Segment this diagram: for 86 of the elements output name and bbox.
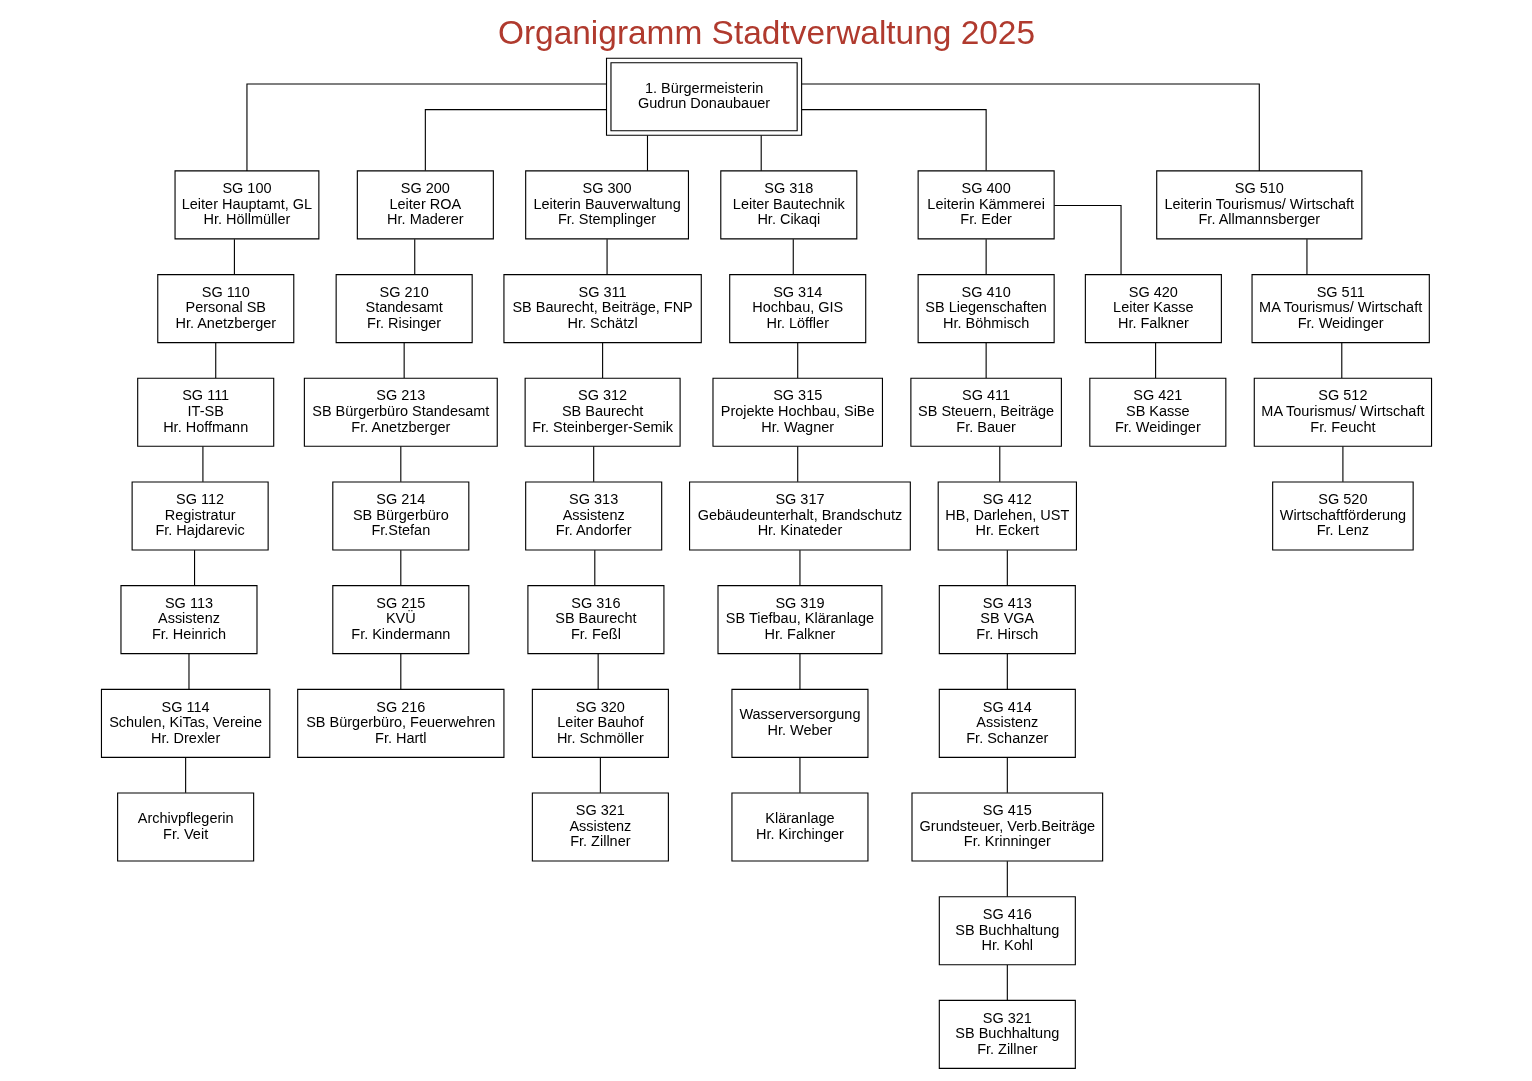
connector: [601, 342, 603, 379]
node-box: Kläranlage Hr. Kirchinger: [730, 792, 868, 862]
connector: [606, 238, 608, 275]
node-box: SG 210 Standesamt Fr. Risinger: [335, 274, 473, 344]
connector: [187, 653, 190, 690]
node-box: SG 319 SB Tiefbau, Kläranlage Hr. Falkner: [716, 585, 882, 655]
node-box: SG 420 Leiter Kasse Hr. Falkner: [1084, 274, 1222, 344]
node-box: SG 318 Leiter Bautechnik Hr. Cikaqi: [719, 170, 857, 240]
node-box: SG 112 Registratur Fr. Hajdarevic: [131, 481, 269, 551]
node-box: SG 312 SB Baurecht Fr. Steinberger-Semik: [524, 377, 681, 447]
connector: [599, 757, 601, 794]
node-box: SG 113 Assistenz Fr. Heinrich: [119, 585, 258, 655]
node-box: SG 321 Assistenz Fr. Zillner: [531, 792, 669, 862]
connector: [800, 109, 987, 172]
connector: [792, 238, 794, 275]
node-box: SG 314 Hochbau, GIS Hr. Löffler: [728, 274, 866, 344]
node-box: SG 510 Leiterin Tourismus/ Wirtschaft Fr. Allmannsberger: [1155, 170, 1362, 240]
connector: [1006, 860, 1008, 898]
connector: [1154, 342, 1156, 379]
node-box: SG 214 SB Bürgerbüro Fr.Stefan: [331, 481, 469, 551]
connector: [399, 549, 401, 586]
connector: [413, 238, 415, 275]
node-box: SG 100 Leiter Hauptamt, GL Hr. Höllmüller: [174, 170, 319, 240]
connector: [592, 445, 594, 483]
node-box: SG 316 SB Baurecht Fr. Feßl: [526, 585, 664, 655]
node-box: SG 315 Projekte Hochbau, SiBe Hr. Wagner: [711, 377, 883, 447]
connector: [798, 757, 800, 794]
connector: [796, 342, 798, 379]
connector: [985, 238, 987, 275]
connector: [399, 445, 401, 483]
node-box: SG 421 SB Kasse Fr. Weidinger: [1088, 377, 1226, 447]
connector: [201, 445, 203, 483]
connector: [760, 134, 762, 172]
connector: [193, 549, 195, 586]
connector: [1006, 964, 1008, 1001]
connector: [184, 757, 186, 794]
node-box: SG 512 MA Tourismus/ Wirtschaft Fr. Feucht: [1253, 377, 1432, 447]
node-box: SG 400 Leiterin Kämmerei Fr. Eder: [917, 170, 1055, 240]
connector: [1340, 342, 1342, 379]
diagram-title: Organigramm Stadtverwaltung 2025: [497, 13, 1035, 51]
node-box: SG 414 Assistenz Fr. Schanzer: [938, 688, 1076, 758]
node-box: SG 412 HB, Darlehen, UST Hr. Eckert: [937, 481, 1077, 551]
node-box: SG 411 SB Steuern, Beiträge Fr. Bauer: [909, 377, 1062, 447]
node-box: SG 110 Personal SB Hr. Anetzberger: [156, 274, 294, 344]
connector: [796, 445, 798, 483]
node-box: SG 311 SB Baurecht, Beiträge, FNP Hr. Schätzl: [502, 274, 702, 344]
node-box: SG 320 Leiter Bauhof Hr. Schmöller: [531, 688, 669, 758]
connector: [424, 109, 607, 172]
node-box: SG 511 MA Tourismus/ Wirtschaft Fr. Weidinger: [1251, 274, 1430, 344]
node-box: SG 321 SB Buchhaltung Fr. Zillner: [938, 999, 1076, 1069]
node-box: SG 215 KVÜ Fr. Kindermann: [331, 585, 469, 655]
node-box: 1. Bürgermeisterin Gudrun Donaubauer: [605, 57, 802, 136]
node-box: SG 216 SB Bürgerbüro, Feuerwehren Fr. Hartl: [296, 688, 504, 758]
connector: [798, 549, 800, 586]
connector: [1305, 238, 1307, 275]
node-box: SG 413 SB VGA Fr. Hirsch: [938, 585, 1076, 655]
node-box: SG 313 Assistenz Fr. Andorfer: [524, 481, 662, 551]
node-box: SG 114 Schulen, KiTas, Vereine Hr. Drexler: [100, 688, 270, 758]
node-box: SG 213 SB Bürgerbüro Standesamt Fr. Anetzberger: [303, 377, 498, 447]
connector: [214, 342, 216, 379]
connector: [998, 445, 1000, 483]
connector: [403, 342, 405, 379]
node-box: SG 300 Leiterin Bauverwaltung Fr. Stemplinger: [524, 170, 689, 240]
connector: [245, 83, 607, 172]
connector: [800, 83, 1260, 172]
connector: [646, 134, 648, 172]
node-box: Archivpflegerin Fr. Veit: [116, 792, 254, 862]
connector: [798, 653, 800, 690]
node-box: SG 317 Gebäudeunterhalt, Brandschutz Hr. Kinateder: [688, 481, 911, 551]
node-box: SG 410 SB Liegenschaften Hr. Böhmisch: [917, 274, 1055, 344]
connector: [1006, 549, 1008, 586]
connector: [985, 342, 987, 379]
node-box: SG 416 SB Buchhaltung Hr. Kohl: [938, 896, 1076, 966]
node-box: SG 520 Wirtschaftförderung Fr. Lenz: [1271, 481, 1414, 551]
connector: [1006, 757, 1008, 794]
node-box: SG 200 Leiter ROA Hr. Maderer: [356, 170, 494, 240]
node-box: Wasserversorgung Hr. Weber: [730, 688, 868, 758]
connector: [399, 653, 401, 690]
node-box: SG 111 IT-SB Hr. Hoffmann: [136, 377, 274, 447]
connector: [1341, 445, 1343, 483]
connector: [1053, 204, 1122, 276]
connector: [593, 549, 595, 586]
node-box: SG 415 Grundsteuer, Verb.Beiträge Fr. Krinninger: [910, 792, 1103, 862]
connector: [597, 653, 599, 690]
connector: [1006, 653, 1008, 690]
connector: [233, 238, 235, 275]
